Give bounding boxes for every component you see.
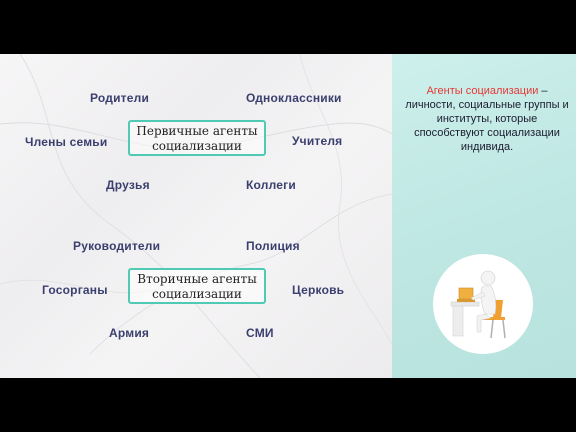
primary-box-line2: социализации [152, 139, 242, 153]
secondary-box-line1: Вторичные агенты [137, 272, 257, 286]
secondary-agents-box: Вторичные агенты социализации [128, 268, 266, 304]
primary-item-friends: Друзья [106, 178, 150, 192]
primary-item-family-members: Члены семьи [25, 135, 108, 149]
primary-item-colleagues: Коллеги [246, 178, 296, 192]
secondary-item-church: Церковь [292, 283, 345, 297]
definition-term: Агенты социализации [426, 85, 539, 97]
primary-item-classmates: Одноклассники [246, 91, 342, 105]
illustration-circle [433, 254, 533, 354]
definition-text: Агенты социализации – личности, социальн… [402, 84, 572, 154]
primary-item-parents: Родители [90, 91, 150, 105]
person-at-desk-icon [450, 270, 506, 339]
secondary-item-government: Госорганы [42, 283, 108, 297]
primary-item-teachers: Учителя [292, 134, 343, 148]
primary-box-line1: Первичные агенты [136, 124, 258, 138]
secondary-item-army: Армия [109, 326, 150, 340]
primary-agents-box: Первичные агенты социализации [128, 120, 266, 156]
secondary-item-managers: Руководители [73, 239, 161, 253]
secondary-item-media: СМИ [246, 326, 274, 340]
marble-background [0, 54, 392, 378]
slide: Родители Одноклассники Члены семьи Учите… [0, 54, 576, 378]
definition-body: – личности, социальные группы и институт… [405, 85, 569, 153]
secondary-item-police: Полиция [246, 239, 300, 253]
secondary-box-line2: социализации [152, 287, 242, 301]
